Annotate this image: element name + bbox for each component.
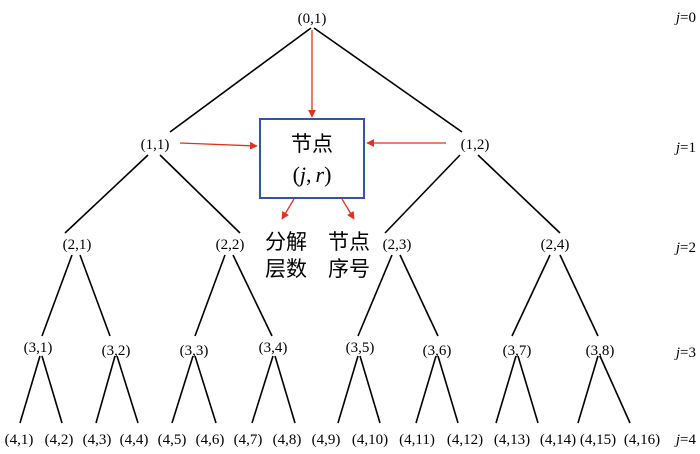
edge-12-24 <box>477 154 561 234</box>
level-label-0: j=0 <box>674 10 696 26</box>
edge-32-44 <box>116 355 139 424</box>
edge-36-412 <box>437 355 459 424</box>
edge-31-41 <box>19 355 41 424</box>
node-callout-box <box>259 118 365 199</box>
edge-31-42 <box>41 355 63 424</box>
edge-38-415 <box>577 355 599 424</box>
edge-24-37 <box>511 254 551 337</box>
edge-38-416 <box>599 355 631 424</box>
callout-j: j <box>297 162 306 187</box>
arrow-node11-to-box <box>179 141 258 150</box>
level-j-symbol: j <box>674 432 680 448</box>
edge-36-411 <box>415 355 437 424</box>
node-3-8: (3,8) <box>586 343 615 359</box>
edge-32-43 <box>95 355 116 424</box>
edge-11-22 <box>159 154 241 234</box>
node-4-11: (4,11) <box>399 432 435 448</box>
level-value: =4 <box>680 432 696 448</box>
annotation-node-index-line1: 节点 <box>328 230 370 254</box>
edge-33-46 <box>194 355 217 424</box>
node-3-1: (3,1) <box>24 340 53 356</box>
edge-01-11 <box>169 27 312 133</box>
node-4-10: (4,10) <box>352 432 388 448</box>
edge-35-49 <box>337 355 359 424</box>
edge-34-47 <box>251 355 274 424</box>
edge-24-38 <box>559 254 599 337</box>
node-4-4: (4,4) <box>120 432 149 448</box>
edge-37-413 <box>495 355 517 424</box>
callout-open-paren: ( <box>293 162 300 187</box>
node-4-9: (4,9) <box>312 432 341 448</box>
node-4-5: (4,5) <box>158 432 187 448</box>
level-j-symbol: j <box>674 345 680 361</box>
callout-close-paren: ) <box>324 162 331 187</box>
level-labels: j=0 j=1 j=2 j=3 j=4 <box>674 10 697 448</box>
node-4-1: (4,1) <box>5 432 34 448</box>
node-3-3: (3,3) <box>180 343 209 359</box>
edge-23-35 <box>357 254 393 337</box>
node-2-4: (2,4) <box>541 237 570 253</box>
level-label-1: j=1 <box>674 140 696 156</box>
annotation-node-index-line2: 序号 <box>328 257 370 281</box>
node-4-13: (4,13) <box>494 432 530 448</box>
edge-22-34 <box>232 254 273 337</box>
callout-comma: , <box>306 162 312 187</box>
edge-01-12 <box>313 27 463 133</box>
edge-35-410 <box>359 355 381 424</box>
node-2-1: (2,1) <box>63 237 92 253</box>
edge-21-32 <box>79 254 111 337</box>
node-3-5: (3,5) <box>346 340 375 356</box>
edge-34-48 <box>274 355 296 424</box>
arrow-box-to-node-index <box>341 198 355 220</box>
node-4-2: (4,2) <box>45 432 74 448</box>
node-4-14: (4,14) <box>540 432 576 448</box>
node-4-12: (4,12) <box>447 432 483 448</box>
edge-37-414 <box>517 355 539 424</box>
callout-formula: (j,r) <box>293 162 332 187</box>
node-4-8: (4,8) <box>273 432 302 448</box>
callout-r: r <box>316 162 325 187</box>
level-value: =0 <box>680 10 696 26</box>
node-1-1: (1,1) <box>141 137 170 153</box>
node-4-6: (4,6) <box>196 432 225 448</box>
level-value: =2 <box>680 240 696 256</box>
node-2-3: (2,3) <box>383 237 412 253</box>
level-label-2: j=2 <box>674 240 696 256</box>
edge-23-36 <box>399 254 439 337</box>
node-4-15: (4,15) <box>580 432 616 448</box>
node-4-3: (4,3) <box>83 432 112 448</box>
edge-33-45 <box>171 355 194 424</box>
node-1-2: (1,2) <box>461 137 490 153</box>
level-j-symbol: j <box>674 240 680 256</box>
node-2-2: (2,2) <box>216 237 245 253</box>
edge-12-23 <box>384 154 461 234</box>
level-value: =3 <box>680 345 696 361</box>
node-0-1: (0,1) <box>298 11 327 27</box>
level-j-symbol: j <box>674 140 680 156</box>
node-3-4: (3,4) <box>259 340 288 356</box>
tree-nodes: (0,1) (1,1) (1,2) (2,1) (2,2) (2,3) (2,4… <box>5 11 661 448</box>
callout-arrows <box>179 30 446 220</box>
node-3-2: (3,2) <box>102 343 131 359</box>
edge-22-33 <box>194 254 226 337</box>
tree-edges <box>19 27 631 424</box>
node-4-7: (4,7) <box>234 432 263 448</box>
annotation-decomp-level-line1: 分解 <box>265 230 307 254</box>
callout-title: 节点 <box>291 132 333 156</box>
node-3-7: (3,7) <box>503 343 532 359</box>
edge-11-21 <box>64 154 149 234</box>
node-4-16: (4,16) <box>624 432 660 448</box>
annotation-decomp-level-line2: 层数 <box>265 257 307 281</box>
level-j-symbol: j <box>674 10 680 26</box>
level-value: =1 <box>680 140 696 156</box>
edge-21-31 <box>41 254 73 337</box>
node-3-6: (3,6) <box>423 343 452 359</box>
arrow-box-to-decomp-level <box>281 198 295 220</box>
level-label-3: j=3 <box>674 345 696 361</box>
level-label-4: j=4 <box>674 432 697 448</box>
